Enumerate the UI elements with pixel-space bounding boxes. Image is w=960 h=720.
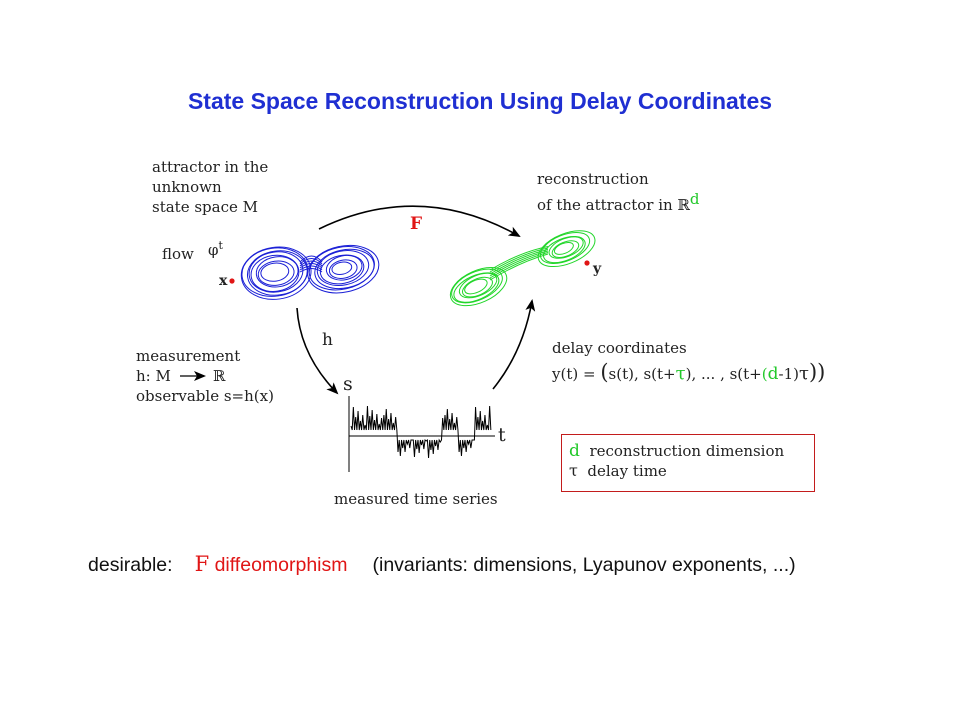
x-point [229, 278, 234, 283]
attractor-right-loop [331, 260, 353, 276]
time-series-line [351, 406, 491, 458]
reconstructed-attractor [445, 224, 600, 314]
recon-left-loop [445, 260, 513, 314]
y-point [584, 260, 589, 265]
lorenz-attractor [238, 239, 383, 304]
F-arrow [319, 206, 519, 236]
h-arrow [297, 308, 337, 393]
delay-arrow [493, 301, 532, 389]
